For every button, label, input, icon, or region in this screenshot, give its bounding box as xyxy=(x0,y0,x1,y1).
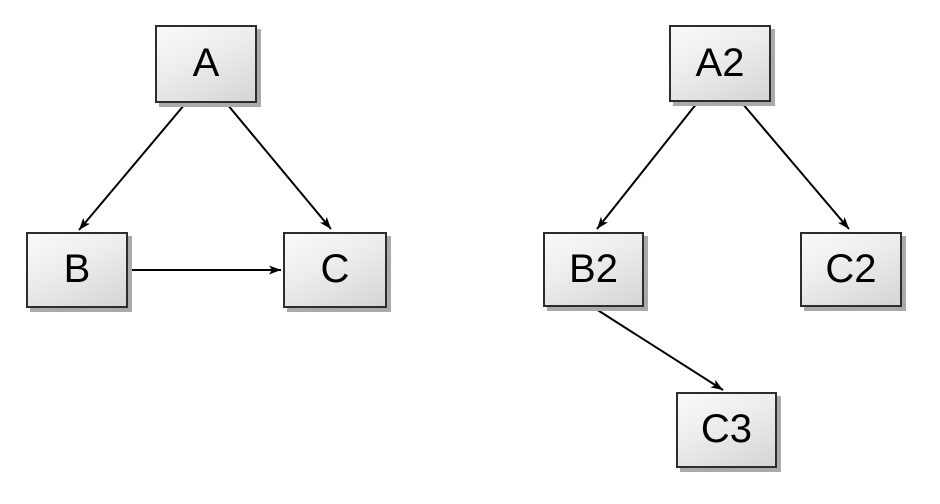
edge-A2-C2 xyxy=(741,102,850,230)
node-label-C3: C3 xyxy=(700,407,753,451)
node-label-A: A xyxy=(192,41,220,85)
edge-A-C xyxy=(226,103,332,230)
edge-A-B xyxy=(78,103,186,231)
node-C3[interactable]: C3 xyxy=(676,392,777,468)
node-A[interactable]: A xyxy=(155,25,257,103)
node-label-B: B xyxy=(63,247,91,291)
node-C[interactable]: C xyxy=(283,232,387,308)
node-C2[interactable]: C2 xyxy=(800,232,902,307)
node-label-C2: C2 xyxy=(825,246,877,291)
edge-B2-C3 xyxy=(595,308,724,391)
edge-A2-B2 xyxy=(596,102,698,230)
node-B2[interactable]: B2 xyxy=(543,232,644,307)
node-label-B2: B2 xyxy=(569,246,618,291)
node-A2[interactable]: A2 xyxy=(669,25,771,102)
node-B[interactable]: B xyxy=(26,232,128,308)
node-label-C: C xyxy=(320,247,350,291)
node-label-A2: A2 xyxy=(695,40,745,85)
